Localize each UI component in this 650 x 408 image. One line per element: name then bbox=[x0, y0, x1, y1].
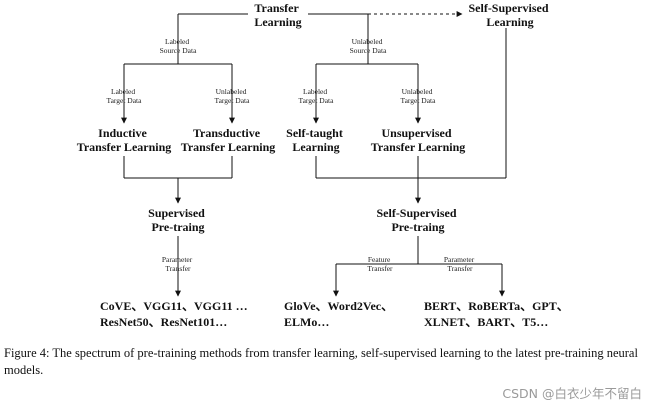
figure-caption: Figure 4: The spectrum of pre-training m… bbox=[4, 346, 638, 377]
edge-label-unlabeled-target-1: Unlabeled Target Data bbox=[215, 87, 251, 105]
node-transductive-transfer-learning: Transductive Transfer Learning bbox=[181, 126, 276, 154]
node-self-taught-learning: Self-taught Learning bbox=[286, 126, 346, 154]
edge-label-labeled-source: Labeled Source Data bbox=[160, 37, 198, 55]
node-supervised-pretraining: Supervised Pre-traing bbox=[148, 206, 208, 234]
edge-label-parameter-transfer-2: Parameter Transfer bbox=[444, 255, 476, 273]
node-supervised-models: CoVE、VGG11、VGG11 … ResNet50、ResNet101… bbox=[100, 299, 251, 329]
node-self-supervised-pretraining: Self-Supervised Pre-traing bbox=[376, 206, 459, 234]
node-transfer-learning: Transfer Learning bbox=[254, 1, 301, 29]
edge-label-labeled-target-1: Labeled Target Data bbox=[107, 87, 143, 105]
node-unsupervised-transfer-learning: Unsupervised Transfer Learning bbox=[371, 126, 466, 154]
connector-lines bbox=[121, 11, 507, 297]
edge-label-feature-transfer: Feature Transfer bbox=[367, 255, 393, 273]
node-parameter-models: BERT、RoBERTa、GPT、 XLNET、BART、T5… bbox=[424, 299, 572, 329]
node-self-supervised-learning: Self-Supervised Learning bbox=[468, 1, 551, 29]
edge-label-unlabeled-target-2: Unlabeled Target Data bbox=[401, 87, 437, 105]
edge-label-labeled-target-2: Labeled Target Data bbox=[299, 87, 335, 105]
edge-label-unlabeled-source: Unlabeled Source Data bbox=[350, 37, 388, 55]
spectrum-diagram: Transfer Learning Self-Supervised Learni… bbox=[77, 1, 572, 329]
node-inductive-transfer-learning: Inductive Transfer Learning bbox=[77, 126, 172, 154]
watermark: CSDN @白衣少年不留白 bbox=[502, 386, 642, 401]
edge-label-parameter-transfer-1: Parameter Transfer bbox=[162, 255, 194, 273]
node-feature-models: GloVe、Word2Vec、 ELMo… bbox=[284, 299, 396, 329]
